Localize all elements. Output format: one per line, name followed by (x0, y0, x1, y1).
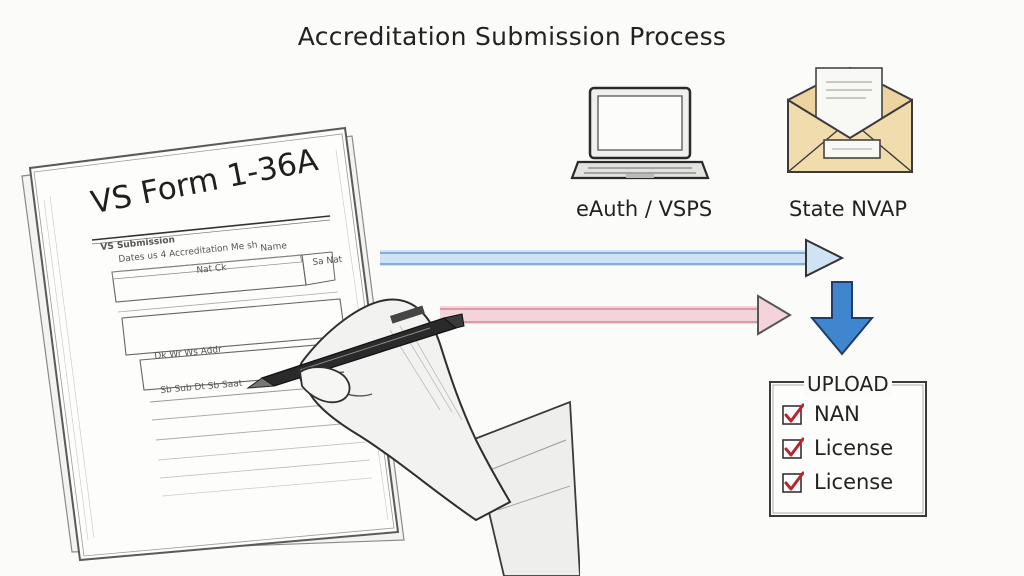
checkbox-checked-icon (782, 437, 804, 459)
checkbox-checked-icon (782, 403, 804, 425)
upload-item: License (782, 468, 893, 496)
upload-item: License (782, 434, 893, 462)
system-label-nvap: State NVAP (789, 197, 908, 221)
upload-item: NAN (782, 400, 860, 428)
diagram-title: Accreditation Submission Process (297, 22, 727, 51)
hand-with-pen-icon (246, 298, 580, 576)
system-label-eauth: eAuth / VSPS (576, 197, 713, 221)
upload-item-label: License (814, 436, 894, 460)
down-arrow (809, 281, 875, 356)
checkbox-checked-icon (782, 471, 804, 493)
upload-title: UPLOAD (804, 372, 892, 396)
envelope-icon (787, 66, 913, 173)
upload-item-label: NAN (814, 402, 860, 426)
upload-item-label: License (814, 470, 894, 494)
laptop-icon (570, 86, 710, 180)
pink-arrow (440, 294, 792, 336)
blue-arrow (380, 238, 845, 278)
